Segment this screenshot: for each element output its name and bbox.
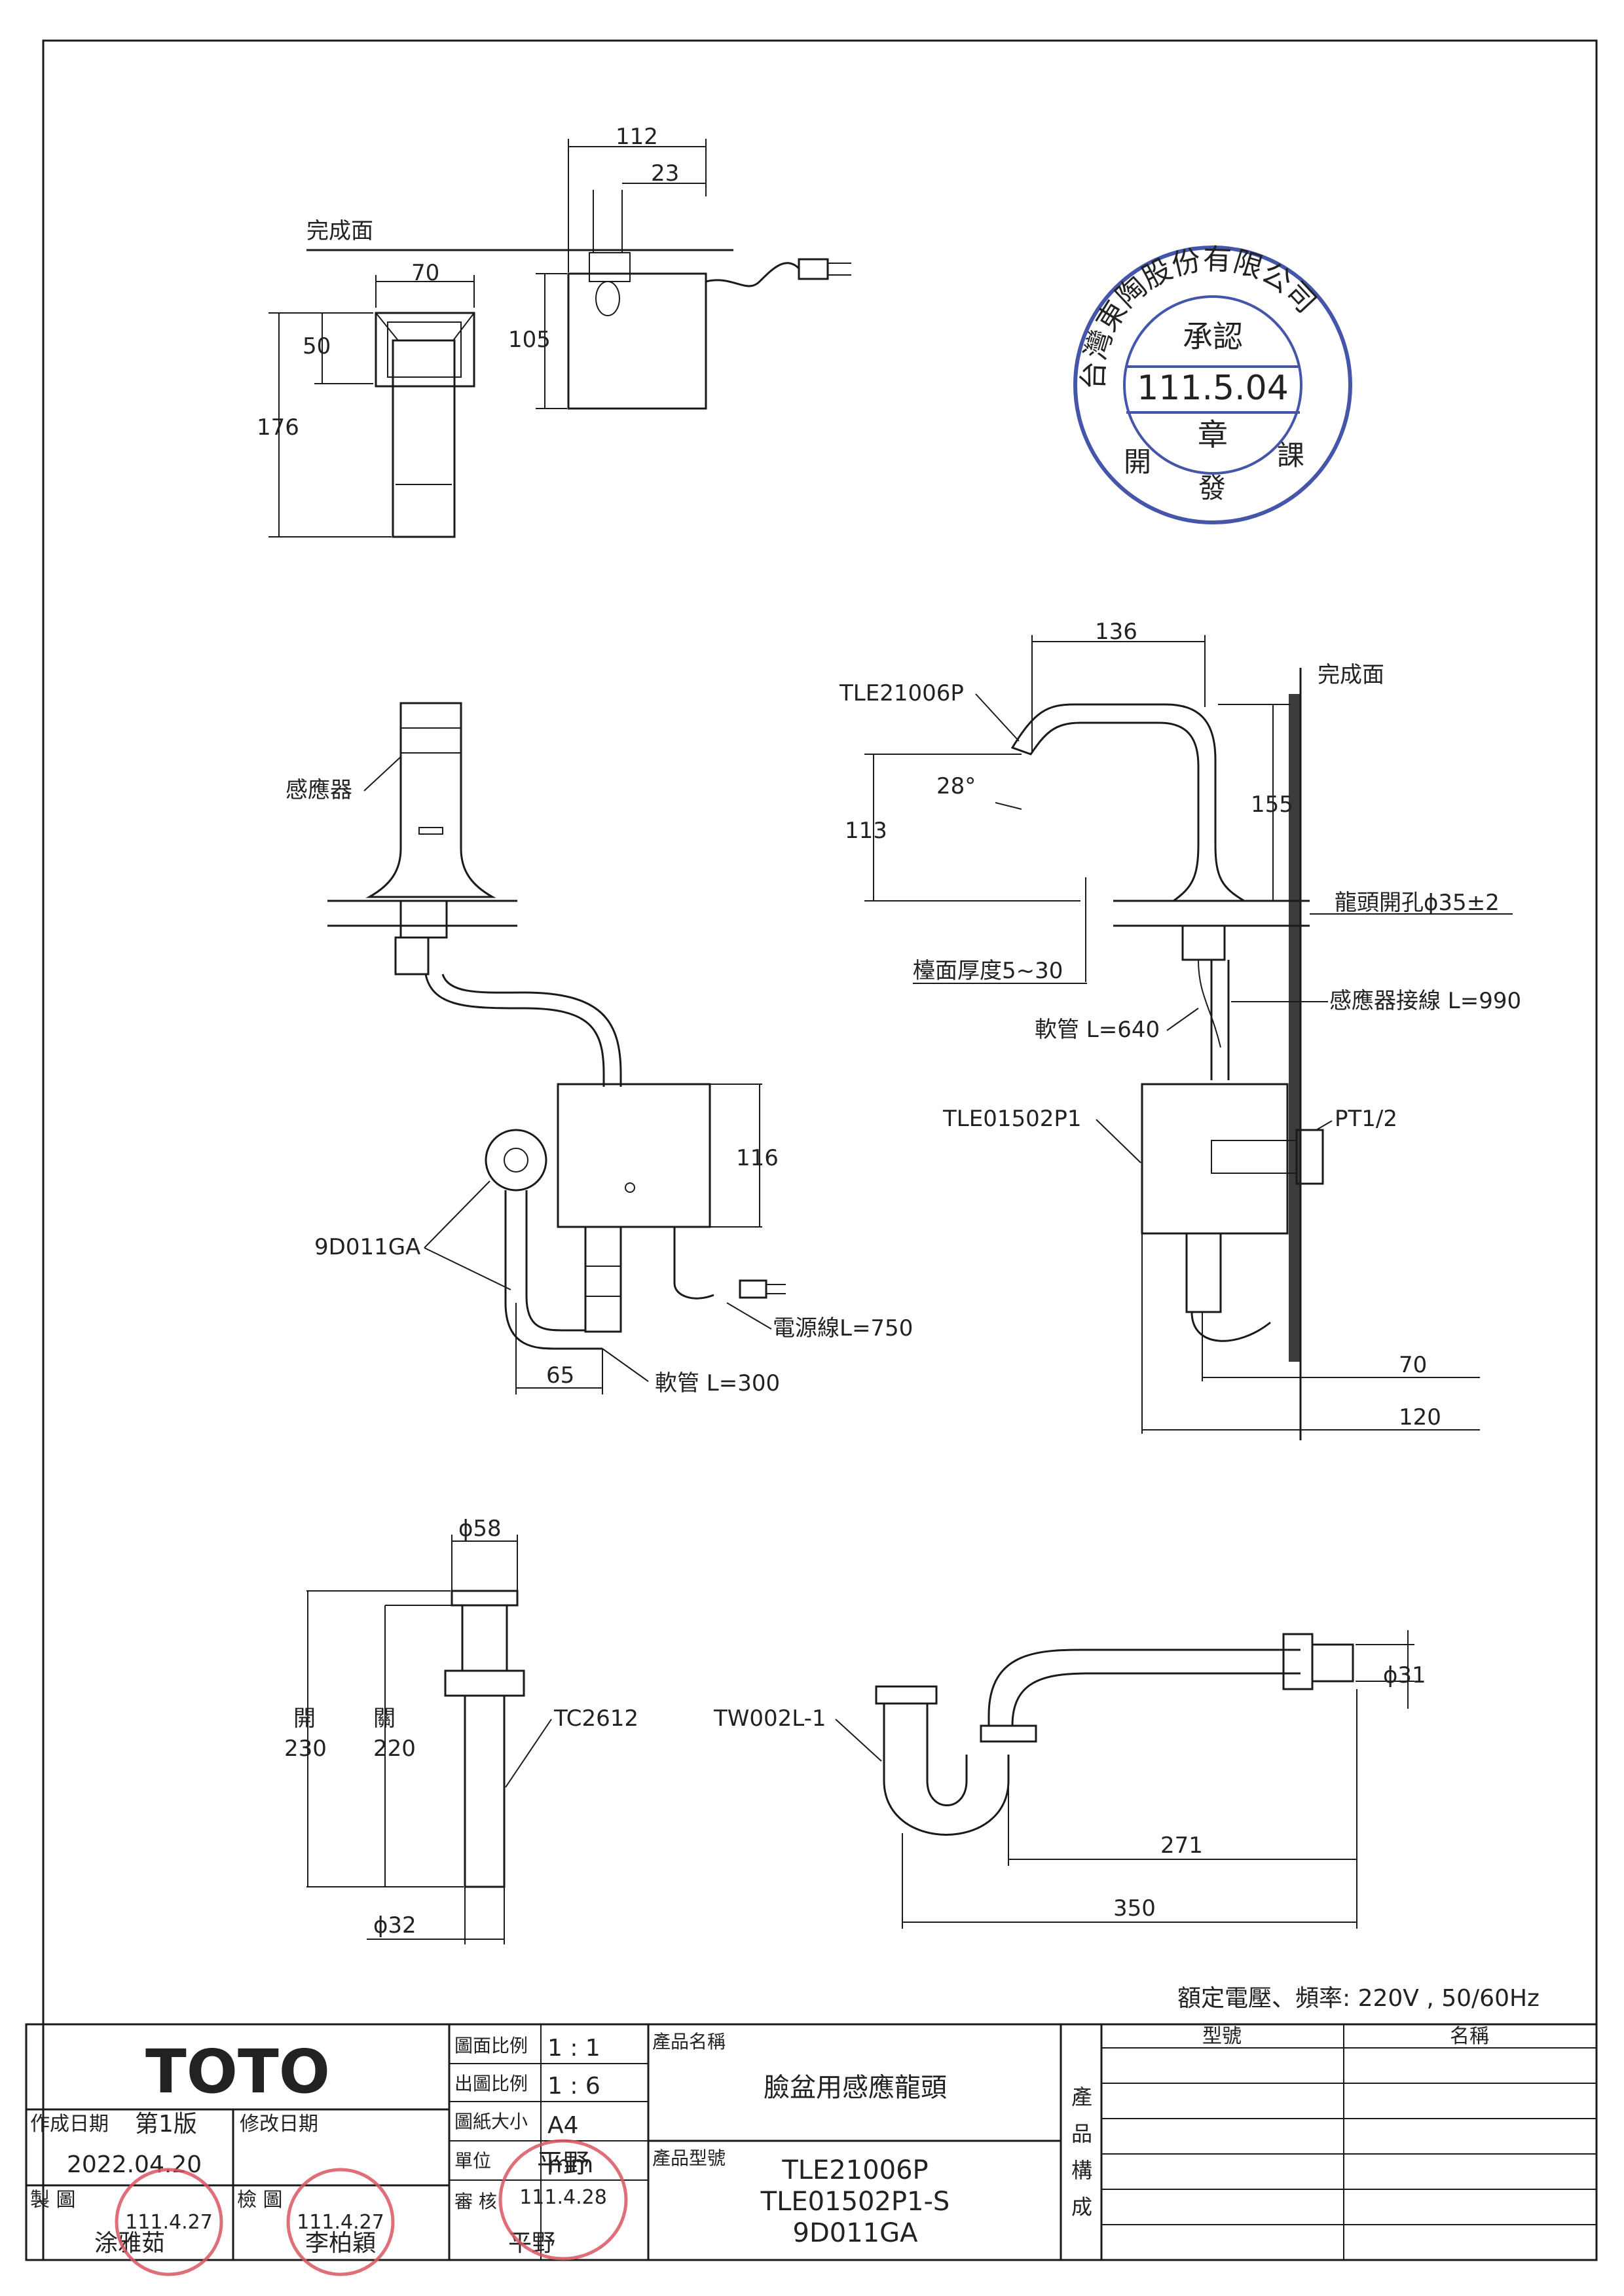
sensor-label: 感應器	[286, 777, 352, 803]
drain-close-value: 220	[373, 1736, 416, 1762]
approval-stamp: 台灣東陶股份有限公司 承認 111.5.04 章 開 發 課	[1073, 243, 1352, 524]
col-model-header: 型號	[1202, 2025, 1242, 2048]
composition-char-1: 產	[1071, 2085, 1092, 2109]
approved-stamp-date: 111.4.28	[519, 2186, 607, 2209]
product-model-label: 產品型號	[652, 2147, 726, 2169]
revised-date-label: 修改日期	[240, 2113, 318, 2136]
dim-box-width: 112	[616, 124, 658, 150]
product-name: 臉盆用感應龍頭	[764, 2073, 947, 2103]
faucet-model-label: TLE21006P	[839, 680, 964, 706]
drawn-by-label: 製 圖	[30, 2189, 76, 2212]
front-view: 感應器 116 9D011GA 電源線L=750 65 軟管 L=300	[286, 702, 913, 1396]
dim-spout-depth: 50	[303, 333, 331, 359]
approved-stamp-name: 平野	[537, 2149, 589, 2179]
drain-view: ϕ58 開 230 關 220 TC2612 ϕ32	[284, 1516, 638, 1944]
composition-char-3: 構	[1071, 2158, 1092, 2183]
dim-angle: 28°	[936, 773, 976, 799]
checked-by: 李柏穎	[305, 2230, 376, 2257]
edition: 第1版	[135, 2111, 197, 2138]
hose-label-front: 軟管 L=300	[655, 1370, 780, 1396]
drain-open-value: 230	[284, 1736, 327, 1762]
unit-value: mm	[547, 2151, 593, 2178]
drain-open-label: 開	[293, 1705, 316, 1732]
paper-label: 圖紙大小	[454, 2111, 528, 2132]
drawn-stamp	[115, 2168, 223, 2276]
trap-dim-350: 350	[1113, 1895, 1156, 1922]
dim-120: 120	[1399, 1404, 1441, 1430]
dim-total-height: 155	[1251, 792, 1293, 818]
stamp-date: 111.5.04	[1137, 369, 1289, 408]
power-cord-label: 電源線L=750	[773, 1315, 913, 1341]
stamp-bottom-right: 課	[1277, 439, 1304, 471]
side-view: 完成面 TLE21006P 136 28° 113 155 龍頭開孔ϕ35±2 …	[839, 619, 1521, 1440]
finish-surface-label-top: 完成面	[306, 218, 373, 244]
out-scale-label: 出圖比例	[454, 2073, 528, 2094]
valve-label: 9D011GA	[314, 1234, 420, 1260]
trap-outlet-dia: ϕ31	[1383, 1662, 1426, 1688]
finish-surface-label-side: 完成面	[1318, 662, 1384, 688]
approved-label: 審 核	[454, 2191, 497, 2212]
title-block: TOTO 作成日期 第1版 2022.04.20 修改日期 製 圖 涂雅茹 11…	[25, 2023, 1598, 2276]
drain-bottom-dia: ϕ32	[373, 1912, 416, 1939]
drawn-stamp-date: 111.4.27	[125, 2211, 213, 2234]
product-model-3: 9D011GA	[793, 2218, 919, 2248]
dim-box-offset: 23	[651, 160, 679, 187]
trap-dim-271: 271	[1160, 1832, 1203, 1859]
composition-label: 產 品 構 成	[1071, 2085, 1099, 2219]
dim-spout-width: 70	[411, 260, 439, 286]
out-scale-value: 1 : 6	[547, 2073, 600, 2100]
hole-label: 龍頭開孔ϕ35±2	[1335, 890, 1500, 916]
paper-value: A4	[547, 2112, 579, 2139]
drain-model-label: TC2612	[553, 1705, 638, 1732]
thread-label: PT1/2	[1335, 1106, 1397, 1132]
checked-stamp	[286, 2168, 395, 2276]
col-name-header: 名稱	[1450, 2025, 1489, 2048]
approved-stamp	[498, 2139, 628, 2261]
drain-top-dia: ϕ58	[458, 1516, 502, 1542]
top-view: 完成面 70 50 176 112 23 105	[257, 124, 851, 538]
trap-model-label: TW002L-1	[713, 1705, 826, 1732]
sensor-cable-label: 感應器接線 L=990	[1329, 988, 1521, 1014]
product-name-label: 產品名稱	[652, 2031, 726, 2052]
sheet-border	[42, 39, 1598, 2261]
unit-label: 單位	[454, 2150, 491, 2172]
stamp-center-top: 承認	[1183, 319, 1243, 354]
drain-close-label: 關	[373, 1705, 396, 1732]
counter-thickness-label: 檯面厚度5~30	[913, 958, 1063, 984]
scale-value: 1 : 1	[547, 2035, 600, 2062]
checked-stamp-date: 111.4.27	[297, 2211, 384, 2234]
drawn-by: 涂雅茹	[94, 2230, 165, 2257]
brand-logo: TOTO	[145, 2037, 330, 2107]
rating-text: 額定電壓、頻率: 220V , 50/60Hz	[1177, 1985, 1540, 2012]
product-model-2: TLE01502P1-S	[760, 2187, 950, 2217]
hose-label-side: 軟管 L=640	[1035, 1017, 1160, 1043]
scale-label: 圖面比例	[454, 2035, 528, 2056]
composition-char-2: 品	[1071, 2121, 1092, 2146]
stamp-bottom-left: 開	[1124, 446, 1151, 478]
dim-controller-height: 116	[736, 1145, 779, 1171]
trap-view: TW002L-1 ϕ31 271 350	[713, 1630, 1426, 1929]
dim-box-height: 105	[508, 327, 551, 353]
dim-70: 70	[1399, 1352, 1427, 1378]
dim-spout-height: 176	[257, 414, 299, 441]
created-date-label: 作成日期	[30, 2113, 109, 2136]
composition-char-4: 成	[1071, 2195, 1092, 2219]
product-model-1: TLE21006P	[781, 2155, 928, 2185]
controller-model-label: TLE01502P1	[942, 1106, 1082, 1132]
dim-hose-offset: 65	[546, 1362, 574, 1389]
approved-by: 平野	[508, 2230, 555, 2257]
dim-reach: 136	[1095, 619, 1137, 645]
checked-by-label: 檢 圖	[237, 2189, 283, 2212]
stamp-bottom-mid: 發	[1198, 472, 1226, 504]
created-date: 2022.04.20	[67, 2151, 202, 2178]
stamp-center-bottom: 章	[1198, 417, 1228, 452]
dim-outlet-height: 113	[845, 818, 887, 844]
